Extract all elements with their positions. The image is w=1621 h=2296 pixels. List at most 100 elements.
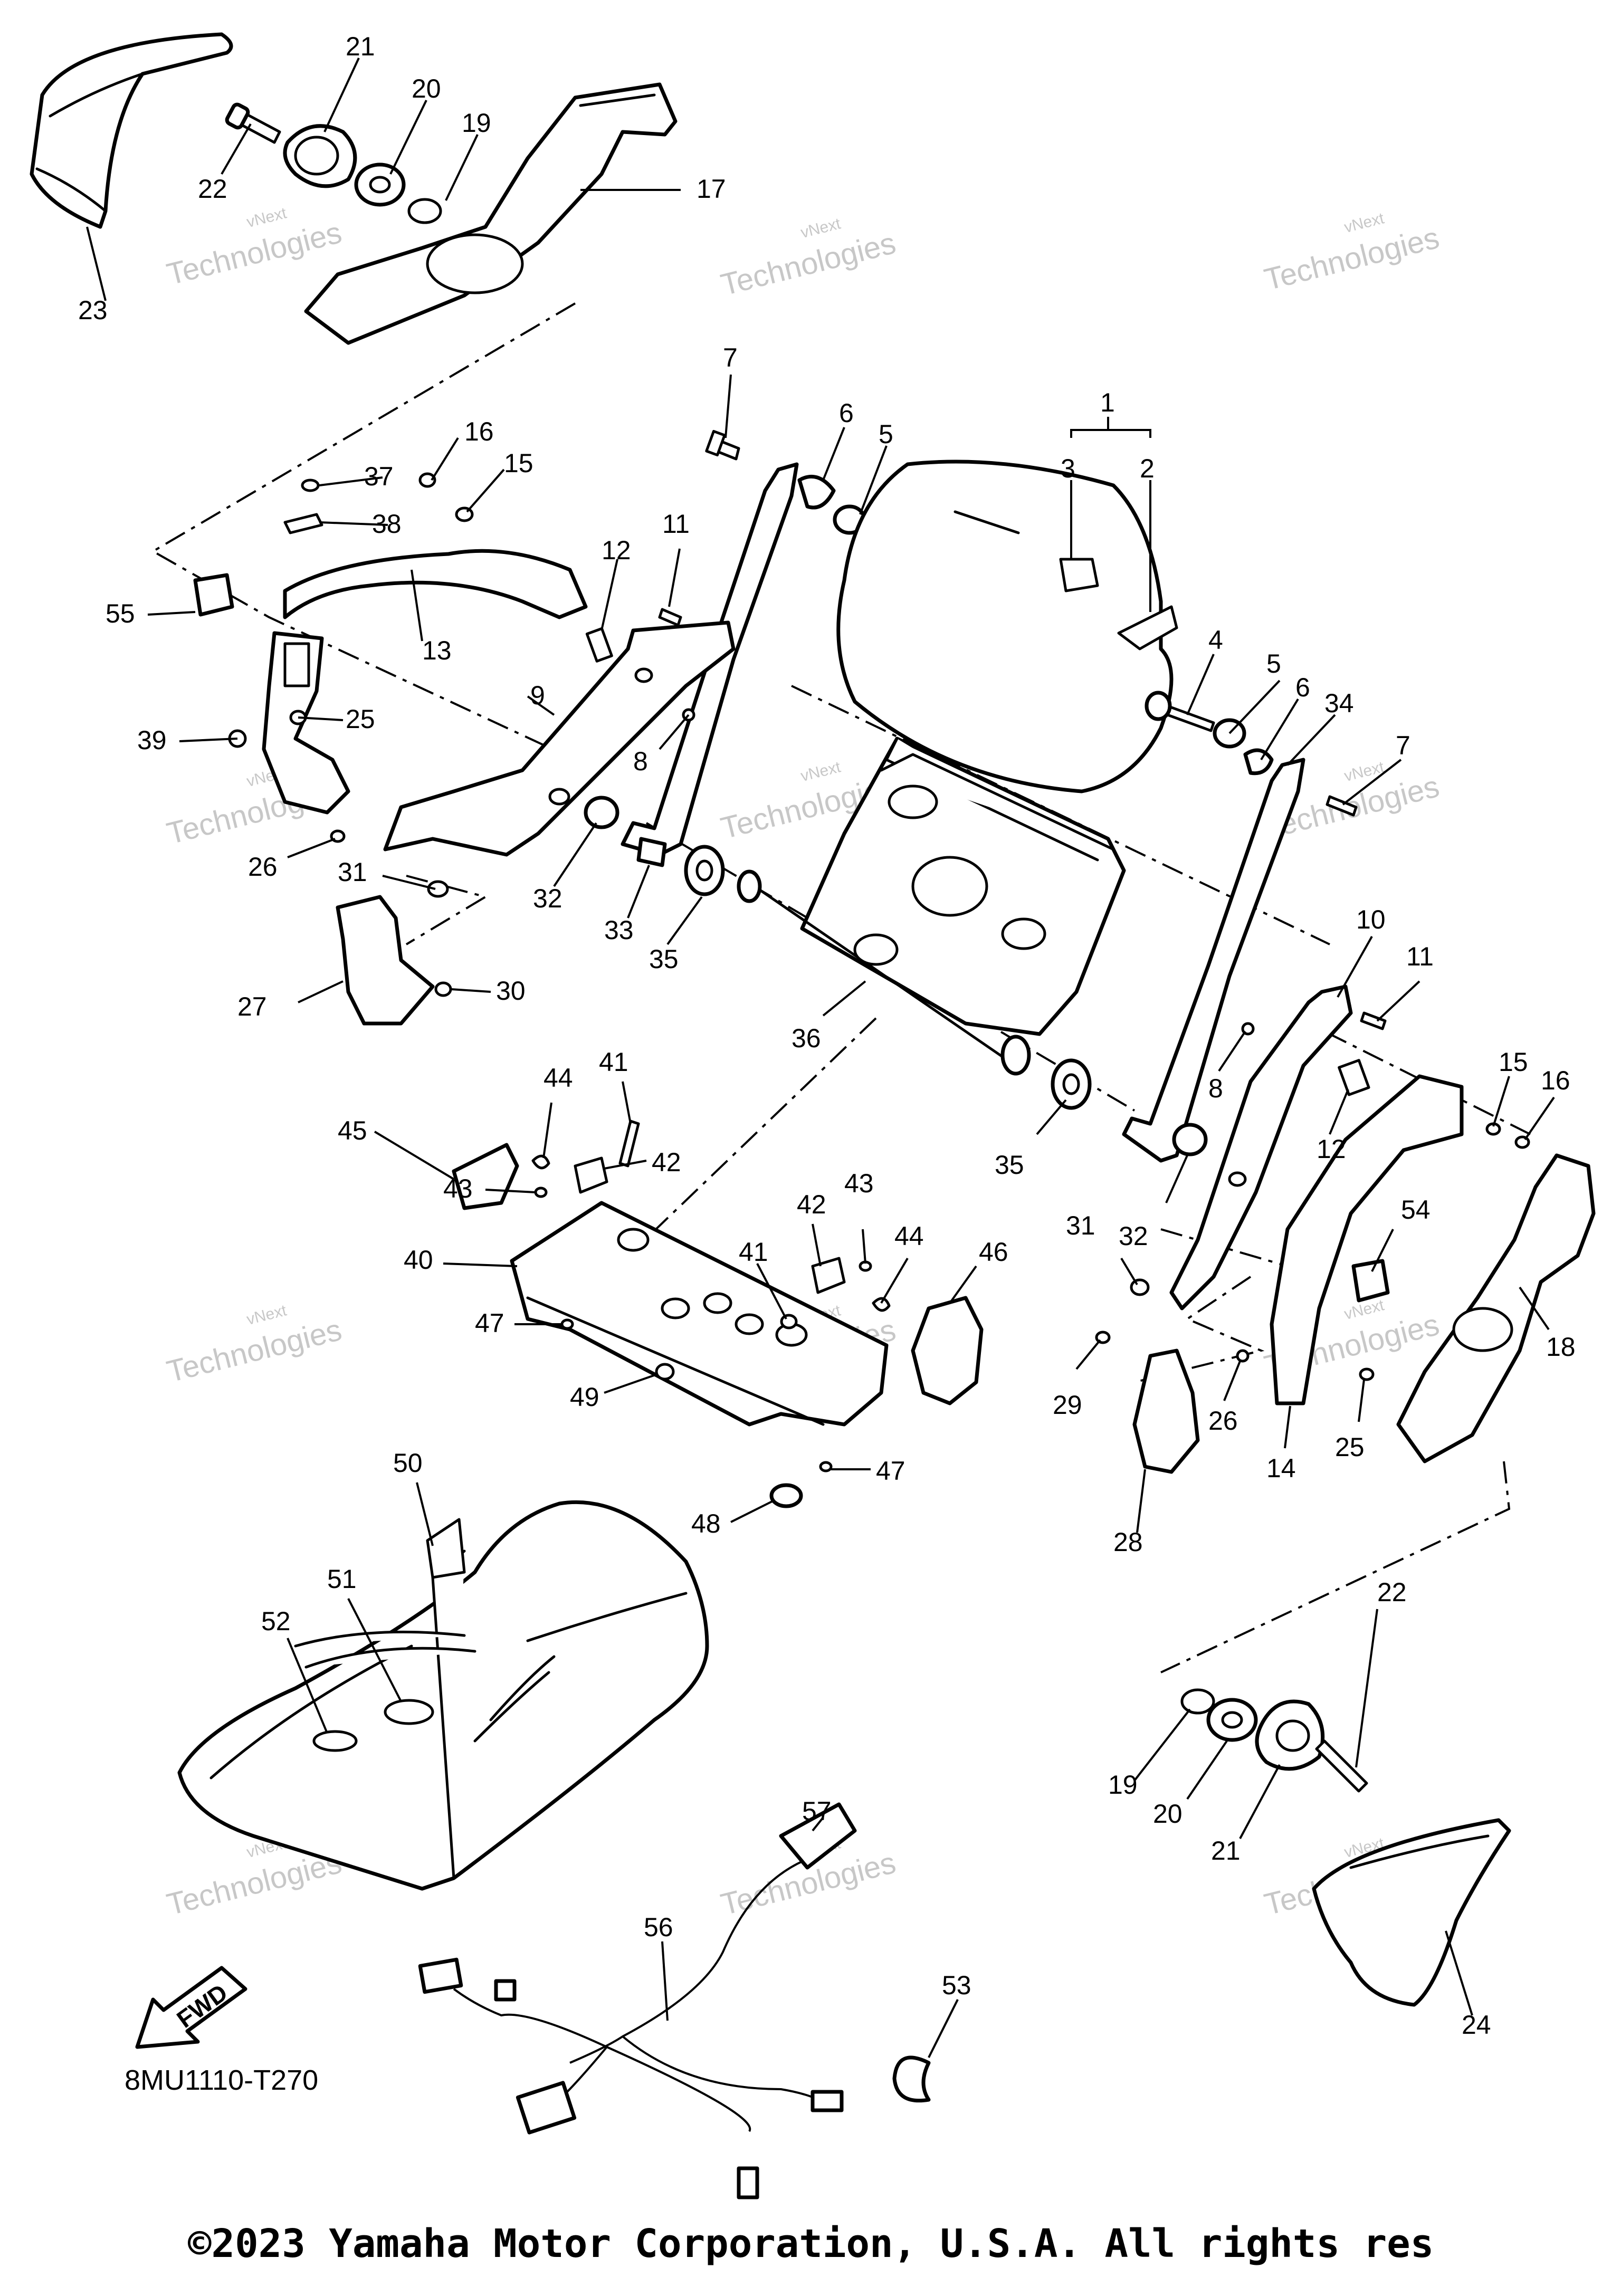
part-6-collar bbox=[797, 474, 836, 510]
part-47-rivet bbox=[560, 1318, 574, 1330]
callout-20b: 20 bbox=[1153, 1799, 1183, 1829]
callout-25b: 25 bbox=[1335, 1432, 1365, 1462]
copyright-notice: ©2023 Yamaha Motor Corporation, U.S.A. A… bbox=[188, 2221, 1434, 2266]
part-19-washer bbox=[407, 198, 442, 224]
callout-11b: 11 bbox=[1406, 942, 1434, 971]
callout-1: 1 bbox=[1100, 388, 1115, 417]
callout-8: 8 bbox=[633, 747, 648, 776]
callout-54: 54 bbox=[1401, 1195, 1431, 1224]
callout-56: 56 bbox=[644, 1912, 673, 1942]
part-41-bolt-right bbox=[780, 1314, 798, 1329]
callout-27: 27 bbox=[237, 992, 267, 1021]
part-49-bolt bbox=[655, 1363, 675, 1381]
callout-35b: 35 bbox=[995, 1150, 1024, 1180]
part-16-bolt bbox=[418, 472, 436, 488]
callout-52: 52 bbox=[261, 1606, 291, 1636]
callout-16: 16 bbox=[464, 417, 494, 446]
part-19-washer-lower bbox=[1180, 1688, 1215, 1715]
part-44-spring-right bbox=[872, 1297, 891, 1312]
part-26-screw-right bbox=[1236, 1349, 1250, 1363]
part-56-harness bbox=[453, 1856, 829, 2132]
callout-29: 29 bbox=[1053, 1390, 1082, 1420]
part-27-panel bbox=[336, 895, 435, 1026]
part-12-collar bbox=[585, 627, 613, 663]
callout-38: 38 bbox=[372, 509, 402, 539]
part-31-nut-right bbox=[1130, 1278, 1150, 1296]
callout-42: 42 bbox=[652, 1147, 681, 1177]
part-53-ring bbox=[892, 2055, 931, 2103]
part-42-bracket bbox=[574, 1156, 608, 1194]
part-11-bolt-right bbox=[1360, 1011, 1387, 1030]
part-54-cap bbox=[1351, 1259, 1390, 1303]
watermark-vnext: vNext bbox=[799, 215, 843, 242]
callout-8b: 8 bbox=[1208, 1074, 1223, 1103]
callout-28: 28 bbox=[1113, 1527, 1143, 1557]
callout-15b: 15 bbox=[1499, 1047, 1528, 1077]
callout-36: 36 bbox=[792, 1023, 821, 1053]
callout-12: 12 bbox=[602, 535, 631, 565]
callout-47: 47 bbox=[475, 1308, 504, 1338]
watermark-vnext: vNext bbox=[799, 758, 843, 785]
part-33-spacer bbox=[636, 837, 667, 867]
part-32-washer-right bbox=[1172, 1123, 1208, 1156]
callout-12b: 12 bbox=[1317, 1134, 1346, 1164]
callout-37: 37 bbox=[364, 462, 394, 491]
callout-21: 21 bbox=[346, 32, 375, 61]
callout-31b: 31 bbox=[1066, 1211, 1095, 1240]
part-24-side-cover bbox=[1312, 1818, 1511, 2007]
part-51-patch bbox=[384, 1699, 434, 1725]
callout-6: 6 bbox=[839, 398, 854, 428]
part-14-arm bbox=[1270, 1074, 1464, 1405]
callout-19: 19 bbox=[462, 108, 491, 138]
callout-48: 48 bbox=[691, 1509, 721, 1538]
part-37-nut bbox=[301, 479, 320, 492]
diagram-code: 8MU1110-T270 bbox=[125, 2064, 319, 2096]
part-32-washer bbox=[584, 796, 619, 829]
callout-47b: 47 bbox=[876, 1456, 905, 1486]
callout-45: 45 bbox=[338, 1116, 367, 1145]
callout-40: 40 bbox=[404, 1245, 433, 1275]
part-30-screw bbox=[434, 981, 452, 997]
callout-11: 11 bbox=[662, 509, 690, 539]
watermark-vnext: vNext bbox=[1342, 758, 1386, 785]
callout-30: 30 bbox=[496, 976, 526, 1006]
part-18-cover bbox=[1396, 1153, 1596, 1463]
callout-43b: 43 bbox=[844, 1169, 874, 1198]
callout-32: 32 bbox=[533, 884, 562, 913]
part-38-clip bbox=[283, 513, 323, 534]
callout-26: 26 bbox=[248, 852, 278, 882]
fwd-arrow-icon: FWD bbox=[135, 1966, 247, 2049]
part-13-arm bbox=[283, 549, 588, 619]
callout-50: 50 bbox=[393, 1448, 423, 1478]
watermark-vnext: vNext bbox=[245, 204, 289, 231]
callout-25: 25 bbox=[346, 704, 375, 734]
callout-9: 9 bbox=[530, 681, 545, 710]
part-45-latch bbox=[452, 1143, 519, 1210]
callout-41b: 41 bbox=[739, 1237, 768, 1267]
watermark-vnext: vNext bbox=[1342, 209, 1386, 236]
callout-53: 53 bbox=[942, 1970, 971, 2000]
part-7-bolt-right bbox=[1326, 795, 1358, 817]
part-48-grommet bbox=[769, 1483, 803, 1508]
watermark-vnext: vNext bbox=[245, 1302, 289, 1328]
part-41-bolt bbox=[618, 1120, 640, 1168]
callout-4: 4 bbox=[1208, 625, 1223, 655]
callout-32b: 32 bbox=[1119, 1221, 1148, 1251]
part-44-spring bbox=[531, 1154, 550, 1170]
leader-lines bbox=[86, 58, 1555, 2058]
callout-17: 17 bbox=[697, 174, 726, 204]
callout-46: 46 bbox=[979, 1237, 1008, 1267]
callout-39: 39 bbox=[137, 725, 167, 755]
callout-3: 3 bbox=[1061, 454, 1075, 483]
parts bbox=[30, 32, 1596, 2199]
callout-13: 13 bbox=[422, 636, 452, 665]
callout-6b: 6 bbox=[1295, 673, 1310, 702]
callout-14: 14 bbox=[1266, 1453, 1296, 1483]
part-25-screw-right bbox=[1359, 1367, 1375, 1381]
part-31-nut bbox=[427, 880, 449, 898]
callout-44: 44 bbox=[543, 1063, 573, 1093]
callout-24: 24 bbox=[1462, 2010, 1491, 2040]
part-34-stay bbox=[1122, 758, 1305, 1163]
